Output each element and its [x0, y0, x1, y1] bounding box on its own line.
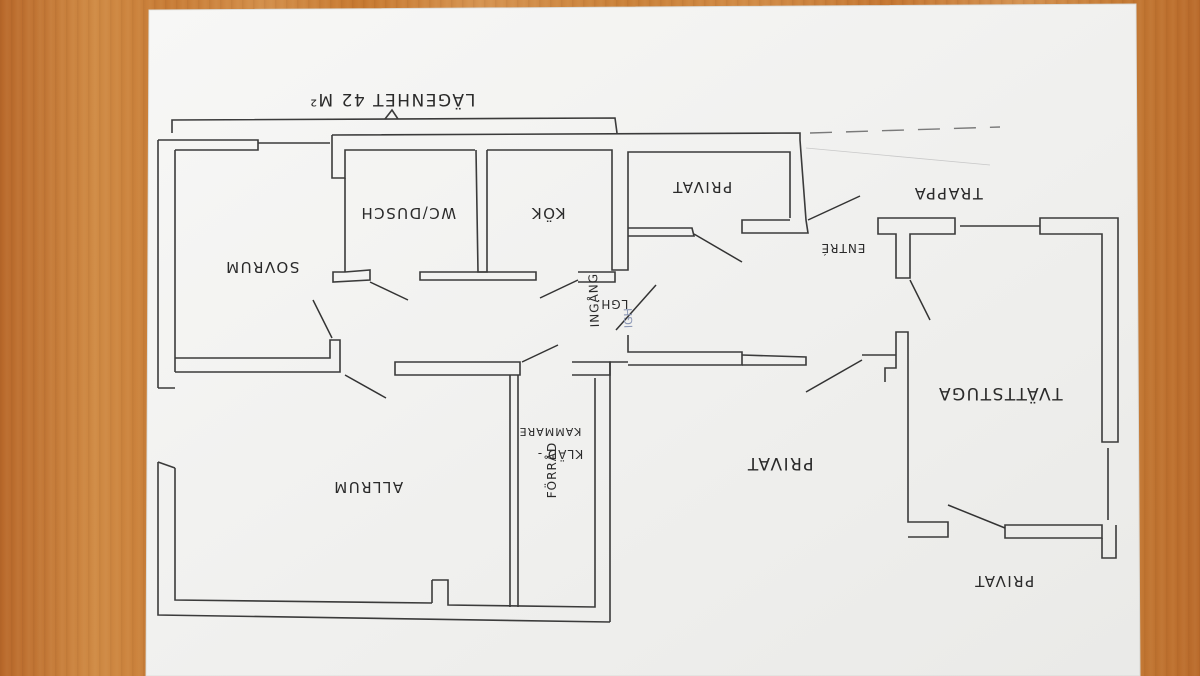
label-wc-dusch: WC/DUSCH — [360, 204, 456, 222]
label-tvattstuga: TVÄTTSTUGA — [937, 383, 1063, 404]
label-allrum: ALLRUM — [333, 478, 403, 496]
label-privat-center: PRIVAT — [746, 453, 813, 473]
stair-dashed-line — [809, 126, 1001, 134]
label-kok: KÖK — [530, 204, 565, 223]
label-entre: ENTRÉ — [821, 241, 866, 256]
label-faint: IGH — [622, 308, 636, 328]
label-privat-right: PRIVAT — [974, 572, 1034, 590]
label-sovrum: SOVRUM — [225, 258, 300, 276]
label-forrad-1: FÖRRÅD — [543, 442, 559, 498]
apartment-walls — [157, 132, 809, 623]
apartment-size-label: LÄGENHET 42 M² — [309, 89, 476, 110]
label-privat-top: PRIVAT — [672, 178, 732, 196]
dimension-line — [171, 108, 618, 134]
room-labels: LÄGENHET 42 M² SOVRUM WC/DUSCH KÖK PRIVA… — [225, 89, 1064, 590]
label-trappa: TRAPPA — [913, 184, 983, 203]
label-ingang-1: INGÅNG — [585, 273, 602, 328]
label-ingang-2: LGH. — [596, 297, 629, 311]
label-forrad-3: KAMMARE — [519, 425, 582, 438]
laundry-walls — [862, 217, 1119, 559]
label-forrad-2: KLÄD - — [537, 447, 583, 462]
door-swings — [312, 195, 1006, 529]
